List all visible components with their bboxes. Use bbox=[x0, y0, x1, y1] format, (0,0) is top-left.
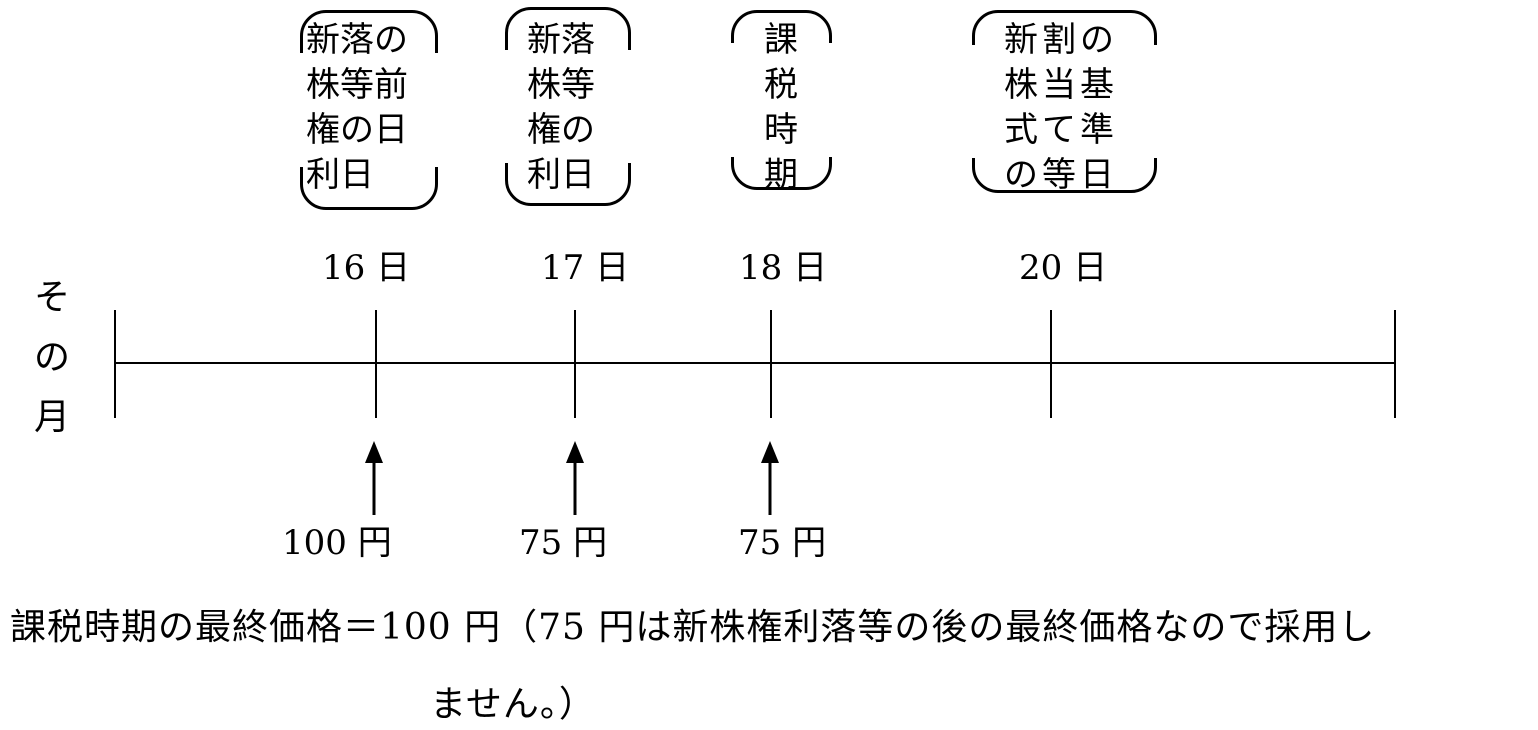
note-line: 時 bbox=[764, 110, 798, 150]
note-line: 課 bbox=[764, 20, 798, 60]
note-line: 株当基 bbox=[1004, 65, 1118, 105]
note-bracket bbox=[730, 10, 833, 190]
note-line: 利日 bbox=[527, 155, 595, 195]
event-note-20: 新割の 株当基 式て準 の等日 bbox=[1004, 18, 1118, 198]
note-bracket bbox=[971, 10, 1158, 193]
price-label-18: 75 円 bbox=[738, 523, 827, 563]
day-label-17: 17 日 bbox=[541, 248, 630, 288]
event-note-17: 新落 株等 権の 利日 bbox=[527, 18, 595, 198]
month-label-char: そ bbox=[33, 277, 70, 318]
note-line: 新割の bbox=[1004, 20, 1118, 60]
note-line: 株等前 bbox=[306, 65, 408, 105]
price-label-16: 100 円 bbox=[282, 523, 392, 563]
note-line: 税 bbox=[764, 65, 798, 105]
note-line: 新落 bbox=[527, 20, 595, 60]
arrow-up-icon bbox=[566, 441, 584, 515]
note-line: 利日 bbox=[306, 155, 374, 195]
event-note-18: 課 税 時 期 bbox=[764, 18, 798, 198]
day-label-20: 20 日 bbox=[1019, 248, 1108, 288]
note-line: 式て準 bbox=[1004, 110, 1118, 150]
arrow-up-icon bbox=[761, 441, 779, 515]
event-note-16: 新落の 株等前 権の日 利日 bbox=[306, 18, 408, 198]
note-line: 権の日 bbox=[306, 110, 408, 150]
explanation-line-1: 課税時期の最終価格＝100 円（75 円は新株権利落等の後の最終価格なので採用し bbox=[10, 607, 1376, 648]
explanation-line-2: ません。） bbox=[430, 684, 596, 725]
month-label-char: 月 bbox=[33, 397, 70, 438]
arrow-up-icon bbox=[365, 441, 383, 515]
day-label-16: 16 日 bbox=[322, 248, 411, 288]
price-label-17: 75 円 bbox=[519, 523, 608, 563]
note-bracket bbox=[504, 7, 632, 206]
note-line: 期 bbox=[764, 155, 798, 195]
note-line: の等日 bbox=[1004, 155, 1118, 195]
note-line: 新落の bbox=[306, 20, 408, 60]
note-line: 権の bbox=[527, 110, 595, 150]
note-bracket bbox=[299, 10, 439, 210]
note-line: 株等 bbox=[527, 65, 595, 105]
day-label-18: 18 日 bbox=[739, 248, 828, 288]
month-label: そ の 月 bbox=[32, 268, 72, 448]
month-label-char: の bbox=[33, 337, 70, 378]
